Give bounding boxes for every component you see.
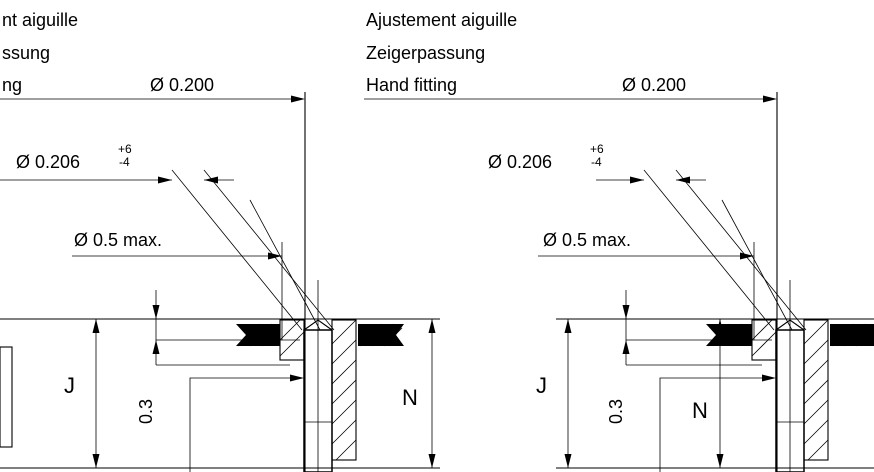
left-dim-200: Ø 0.200 xyxy=(150,75,214,95)
right-tol-lower: -4 xyxy=(591,155,602,169)
right-dim-05: Ø 0.5 max. xyxy=(543,230,631,250)
left-label-line-3: ng xyxy=(2,75,22,95)
left-label-line-1: nt aiguille xyxy=(2,10,78,30)
right-view: Ajustement aiguille Zeigerpassung Hand f… xyxy=(364,10,874,472)
left-dim-03: 0.3 xyxy=(136,399,156,424)
right-label-line-3: Hand fitting xyxy=(366,75,457,95)
right-label-line-1: Ajustement aiguille xyxy=(366,10,517,30)
left-tol-upper: +6 xyxy=(118,142,132,156)
right-tol-upper: +6 xyxy=(590,142,604,156)
left-dim-J: J xyxy=(64,373,75,398)
left-tol-lower: -4 xyxy=(119,155,130,169)
right-dim-200: Ø 0.200 xyxy=(622,75,686,95)
right-dim-N: N xyxy=(692,398,708,423)
left-label-line-2: ssung xyxy=(2,43,50,63)
right-dim-206: Ø 0.206 xyxy=(488,152,552,172)
left-dim-206: Ø 0.206 xyxy=(16,152,80,172)
left-dim-05: Ø 0.5 max. xyxy=(74,230,162,250)
right-label-line-2: Zeigerpassung xyxy=(366,43,485,63)
left-dim-N: N xyxy=(402,385,418,410)
left-view: nt aiguille ssung ng Ø 0.200 Ø 0.206 +6 … xyxy=(0,10,440,472)
right-dim-03: 0.3 xyxy=(606,399,626,424)
right-dim-J: J xyxy=(536,373,547,398)
